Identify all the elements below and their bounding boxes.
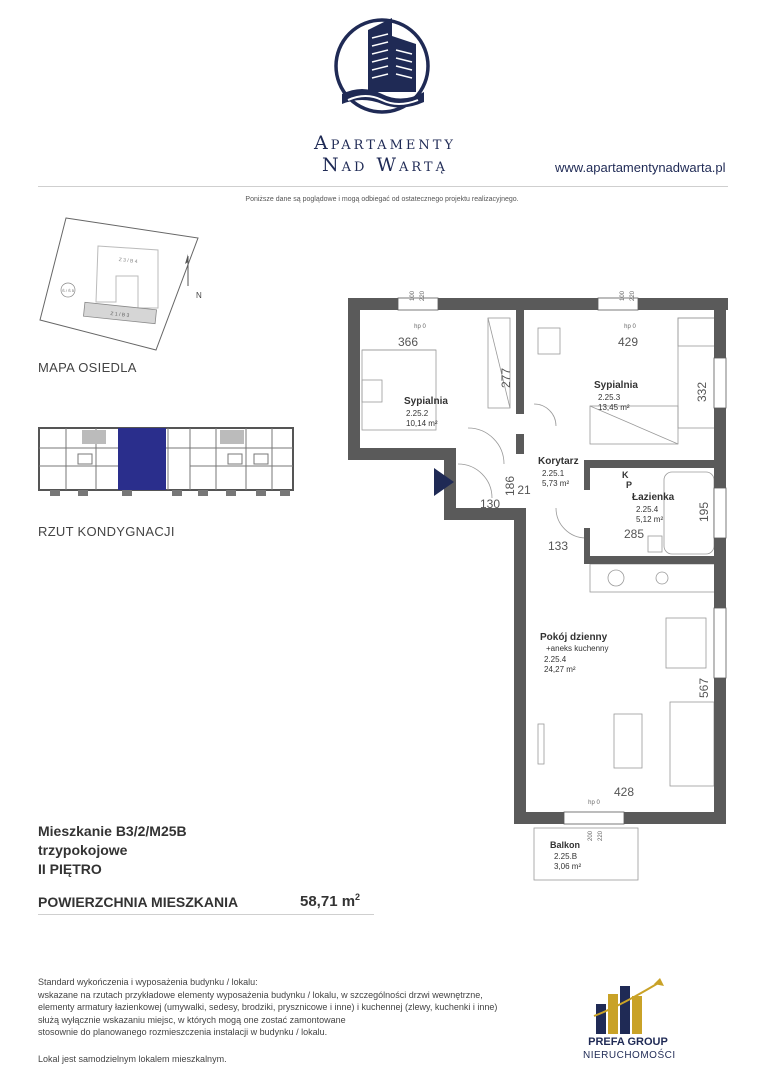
room-bedroom-2-name: Sypialnia <box>594 380 638 391</box>
area-value-sup: 2 <box>355 892 361 902</box>
header-divider <box>38 186 728 187</box>
room-bedroom-2-area: 13,45 m² <box>598 403 630 412</box>
hp-bedroom-2: hp 0 <box>624 324 636 330</box>
dim-277: 277 <box>499 368 513 388</box>
room-corridor-code: 2.25.1 <box>542 469 565 478</box>
website-link[interactable]: www.apartamentynadwarta.pl <box>555 160 726 175</box>
site-map-building-b: Z 3 / B 4 <box>118 257 138 265</box>
floor-thumbnail <box>38 426 294 498</box>
hp-bedroom-1: hp 0 <box>414 324 426 330</box>
dim-195: 195 <box>697 502 711 522</box>
site-map: Z 3 / B 4 Z 1 / B 3 Ś / Ś 5 N <box>38 216 218 356</box>
brand-name: Apartamenty Nad Wartą <box>250 132 520 176</box>
room-corridor-name: Korytarz <box>538 456 579 467</box>
apartment-info: Mieszkanie B3/2/M25B trzypokojowe II PIĘ… <box>38 822 187 879</box>
room-living-area: 24,27 m² <box>544 665 576 674</box>
kp-p-label: P <box>626 480 632 490</box>
room-bedroom-1-code: 2.25.2 <box>406 409 429 418</box>
apartment-highlight <box>118 428 166 490</box>
hp-living: hp 0 <box>588 800 600 806</box>
area-value-number: 58,71 m <box>300 893 356 910</box>
balcony-w200: 200 <box>588 830 594 841</box>
developer-subtitle: NIERUCHOMOŚCI <box>583 1050 676 1061</box>
north-indicator: N <box>196 291 202 300</box>
room-bathroom-code: 2.25.4 <box>636 505 659 514</box>
dim-366: 366 <box>398 335 418 349</box>
room-balcony-area: 3,06 m² <box>554 862 581 871</box>
site-map-building-a <box>83 301 157 325</box>
room-bedroom-1-name: Sypialnia <box>404 396 448 407</box>
room-bathroom-area: 5,12 m² <box>636 515 663 524</box>
room-balcony-code: 2.25.B <box>554 852 577 861</box>
dim-285: 285 <box>624 527 644 541</box>
room-balcony-name: Balkon <box>550 840 580 850</box>
area-label: POWIERZCHNIA MIESZKANIA <box>38 894 239 910</box>
room-bathroom-name: Łazienka <box>632 492 675 503</box>
floor-thumbnail-title: RZUT KONDYGNACJI <box>38 524 175 539</box>
apartment-name: Mieszkanie B3/2/M25B <box>38 823 187 839</box>
dim-567: 567 <box>697 678 711 698</box>
apartment-floor: II PIĘTRO <box>38 861 102 877</box>
site-map-title: MAPA OSIEDLA <box>38 360 137 375</box>
room-bedroom-2-code: 2.25.3 <box>598 393 621 402</box>
dim-428: 428 <box>614 785 634 799</box>
dim-429: 429 <box>618 335 638 349</box>
kp-k-label: K <box>622 470 629 480</box>
win2-w100: 100 <box>620 290 626 301</box>
entrance-arrow <box>434 468 454 496</box>
room-corridor-area: 5,73 m² <box>542 479 569 488</box>
prefa-logo <box>590 976 666 1034</box>
dim-332: 332 <box>695 382 709 402</box>
site-map-marker: Ś / Ś 5 <box>62 288 75 293</box>
brand-name-line2: Nad Wartą <box>321 154 448 176</box>
disclaimer: Poniższe dane są poglądowe i mogą odbieg… <box>245 196 519 203</box>
win1-w100: 100 <box>410 290 416 301</box>
brand-name-line1: Apartamenty <box>314 132 456 154</box>
area-divider <box>38 914 374 915</box>
dim-21: 21 <box>517 483 531 497</box>
dim-186: 186 <box>503 476 517 496</box>
area-value: 58,71 m2 <box>300 892 360 910</box>
developer-name: PREFA GROUP <box>588 1036 668 1048</box>
win2-w220: 220 <box>630 290 636 301</box>
standard-text: Standard wykończenia i wyposażenia budyn… <box>38 977 498 1037</box>
site-map-building-a-label: Z 1 / B 3 <box>110 311 130 319</box>
room-living-code: 2.25.4 <box>544 655 567 664</box>
own-unit-note: Lokal jest samodzielnym lokalem mieszkal… <box>38 1054 227 1064</box>
win1-w220: 220 <box>420 290 426 301</box>
room-bedroom-1-area: 10,14 m² <box>406 419 438 428</box>
dim-130: 130 <box>480 497 500 511</box>
room-living-sub: +aneks kuchenny <box>546 644 609 653</box>
balcony-w220: 220 <box>598 830 604 841</box>
dim-133: 133 <box>548 539 568 553</box>
brand-logo <box>332 14 432 124</box>
room-living-name: Pokój dzienny <box>540 632 608 643</box>
floor-plan: 366 429 277 332 186 21 130 195 285 133 5… <box>348 288 728 882</box>
apartment-type: trzypokojowe <box>38 842 128 858</box>
